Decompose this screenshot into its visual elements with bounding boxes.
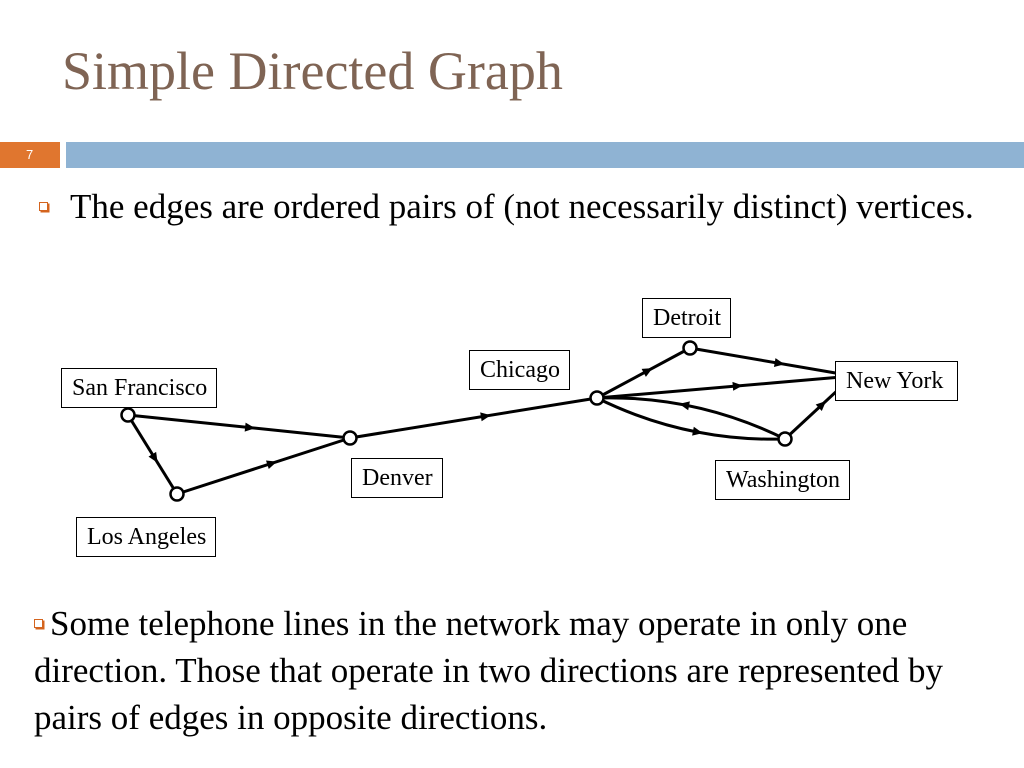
slide-number: 7 [26,147,34,162]
square-bullet-icon [39,202,48,211]
vertex-label-san-francisco: San Francisco [61,368,218,408]
edge-chi-ny [596,374,854,400]
arrowhead-wash-chi [679,401,690,411]
vertex-wash [777,431,793,447]
slide-number-box: 7 [0,142,60,168]
vertex-label-denver: Denver [351,458,443,498]
arrowhead-den-chi [480,412,491,422]
edge-det-ny [689,346,854,378]
arrowhead-wash-ny [815,400,827,412]
edge-sf-den [127,413,351,440]
square-bullet-icon [34,619,43,629]
vertex-chi [589,390,605,406]
edge-chi-det [596,346,691,400]
arrowhead-la-den [266,460,277,470]
arrowhead-det-ny [773,358,785,367]
arrowhead-sf-la [148,451,158,463]
edge-wash-chi [596,396,786,441]
vertex-la [169,486,185,502]
edge-la-den [176,436,351,496]
vertex-label-new-york: New York [835,361,959,401]
vertex-det [682,340,698,356]
bullet-item-2: Some telephone lines in the network may … [34,600,994,741]
title-rule-bar [66,142,1024,168]
arrowhead-sf-den [244,422,256,432]
arrowhead-chi-wash [692,426,703,436]
arrowhead-chi-ny [732,381,743,391]
vertex-den [342,430,358,446]
arrowhead-chi-det [641,368,653,377]
bullet-text-1: The edges are ordered pairs of (not nece… [70,187,974,226]
vertex-label-detroit: Detroit [642,298,731,338]
vertex-label-los-angeles: Los Angeles [76,517,217,557]
bullet-item-1: The edges are ordered pairs of (not nece… [36,184,1006,229]
edge-den-chi [349,396,598,440]
slide-title: Simple Directed Graph [62,41,563,101]
vertex-sf [120,407,136,423]
vertex-label-washington: Washington [715,460,851,500]
graph-edges [126,346,855,496]
edge-chi-wash [596,396,786,441]
vertex-label-chicago: Chicago [469,350,570,390]
bullet-text-2: Some telephone lines in the network may … [34,604,944,737]
